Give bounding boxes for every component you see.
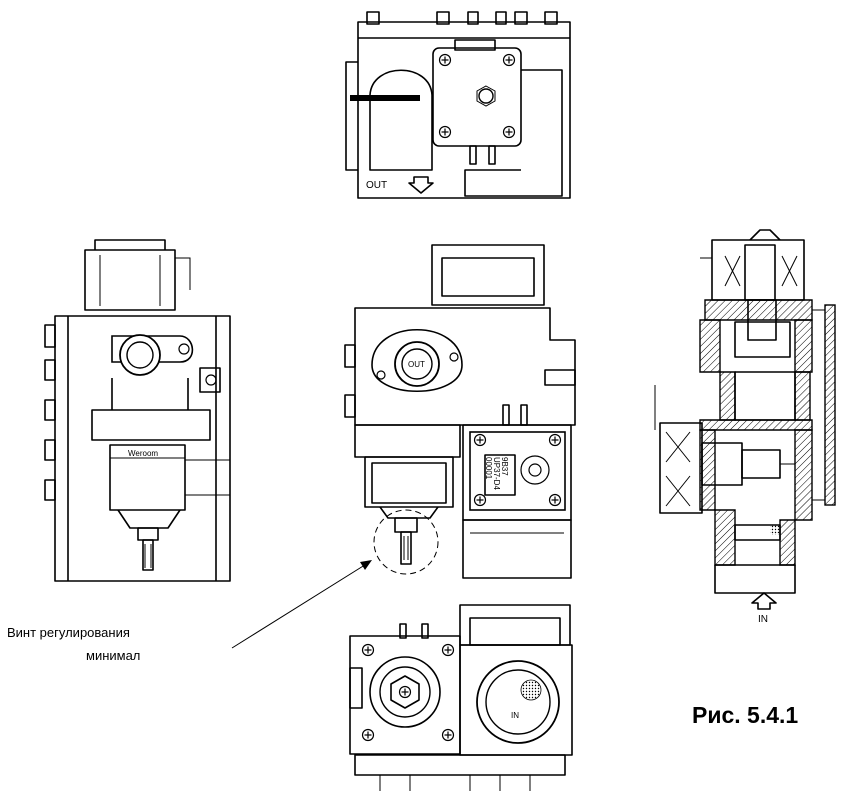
bottom-view: IN xyxy=(349,604,573,791)
top-view: OUT xyxy=(345,11,571,199)
svg-text:Weroom: Weroom xyxy=(128,449,158,458)
out-port-label: OUT xyxy=(408,360,425,369)
screw-label-line-2: минимал xyxy=(86,648,140,663)
nameplate-line-2: UP37-D4 xyxy=(492,457,501,490)
in-arrow-label: IN xyxy=(758,614,768,625)
left-side-view: Weroom xyxy=(44,239,231,582)
front-view: OUT 9B37 UP37-D4 00001 xyxy=(344,244,576,579)
figure-caption: Рис. 5.4.1 xyxy=(692,702,798,728)
nameplate-line-1: 9B37 xyxy=(500,457,509,476)
nameplate-line-3: 00001 xyxy=(484,457,493,480)
out-arrow-label: OUT xyxy=(366,180,387,191)
cross-section-view: IN xyxy=(654,229,836,625)
screw-callout: Винт регулирования минимал xyxy=(7,560,372,663)
screw-label-line-1: Винт регулирования xyxy=(7,625,130,640)
in-port-label: IN xyxy=(511,711,519,720)
